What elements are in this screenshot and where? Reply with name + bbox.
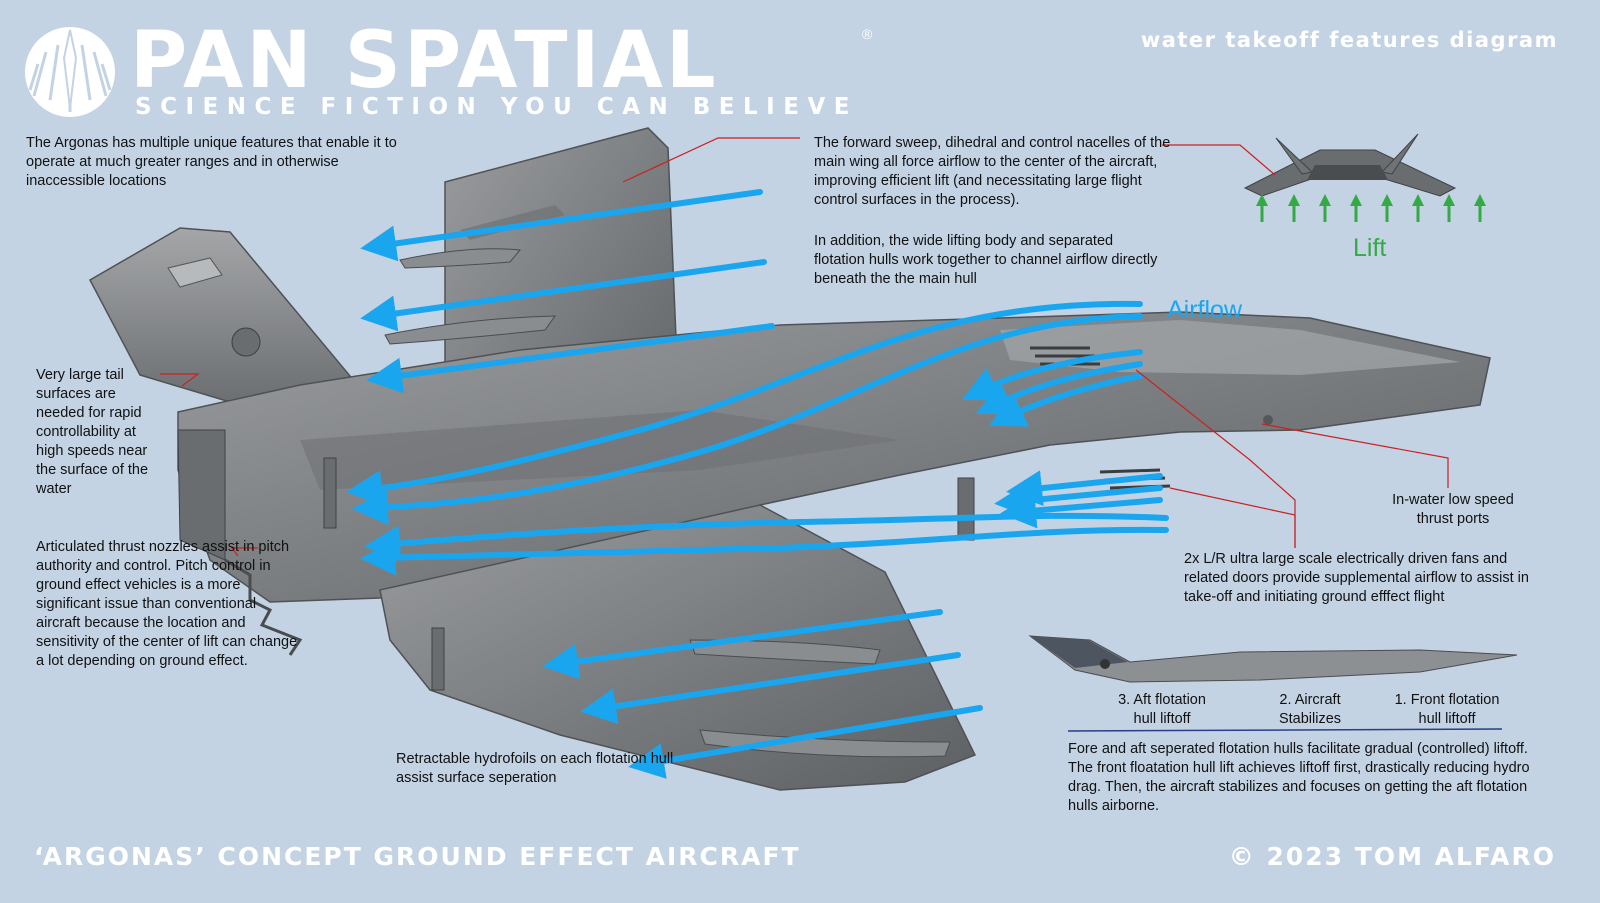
tail-surfaces-note: Very large tail surfaces are needed for … [36,367,149,497]
footer-title: ‘ARGONAS’ CONCEPT GROUND EFFECT AIRCRAFT [34,842,801,871]
aircraft-front-view [1243,133,1457,197]
leader-lines [160,137,1449,557]
liftoff-step-aft: 3. Aft flotation hull liftoff [1118,692,1206,727]
thrust-ports-note: In-water low speed thrust ports [1392,492,1514,527]
liftoff-step-stabilize: 2. Aircraft Stabilizes [1278,692,1342,727]
airflow-label: Airflow [1167,296,1243,324]
aircraft-main-render [89,127,1491,791]
forward-sweep-note: The forward sweep, dihedral and control … [814,135,1171,208]
aircraft-side-view [1028,635,1518,683]
hydrofoils-note: Retractable hydrofoils on each flotation… [396,751,674,786]
liftoff-step-front: 1. Front flotation hull liftoff [1394,692,1500,727]
footer-copyright: © 2023 TOM ALFARO [1228,842,1556,871]
airflow-arrows [346,189,1169,779]
registered-mark: ® [862,26,873,42]
lift-label: Lift [1353,234,1387,262]
intro-note: The Argonas has multiple unique features… [26,135,397,189]
divider-line [1067,728,1503,732]
lifting-body-note: In addition, the wide lifting body and s… [814,233,1158,287]
lift-arrows [1256,194,1486,222]
brand-title: PAN SPATIAL [130,16,719,106]
electric-fans-note: 2x L/R ultra large scale electrically dr… [1184,551,1529,605]
brand-tagline: SCIENCE FICTION YOU CAN BELIEVE [135,94,858,120]
liftoff-sequence-note: Fore and aft seperated flotation hulls f… [1068,741,1530,814]
pan-spatial-logo-icon [25,27,115,117]
thrust-nozzles-note: Articulated thrust nozzles assist in pit… [36,539,298,669]
diagram-subtitle: water takeoff features diagram [1140,28,1558,52]
